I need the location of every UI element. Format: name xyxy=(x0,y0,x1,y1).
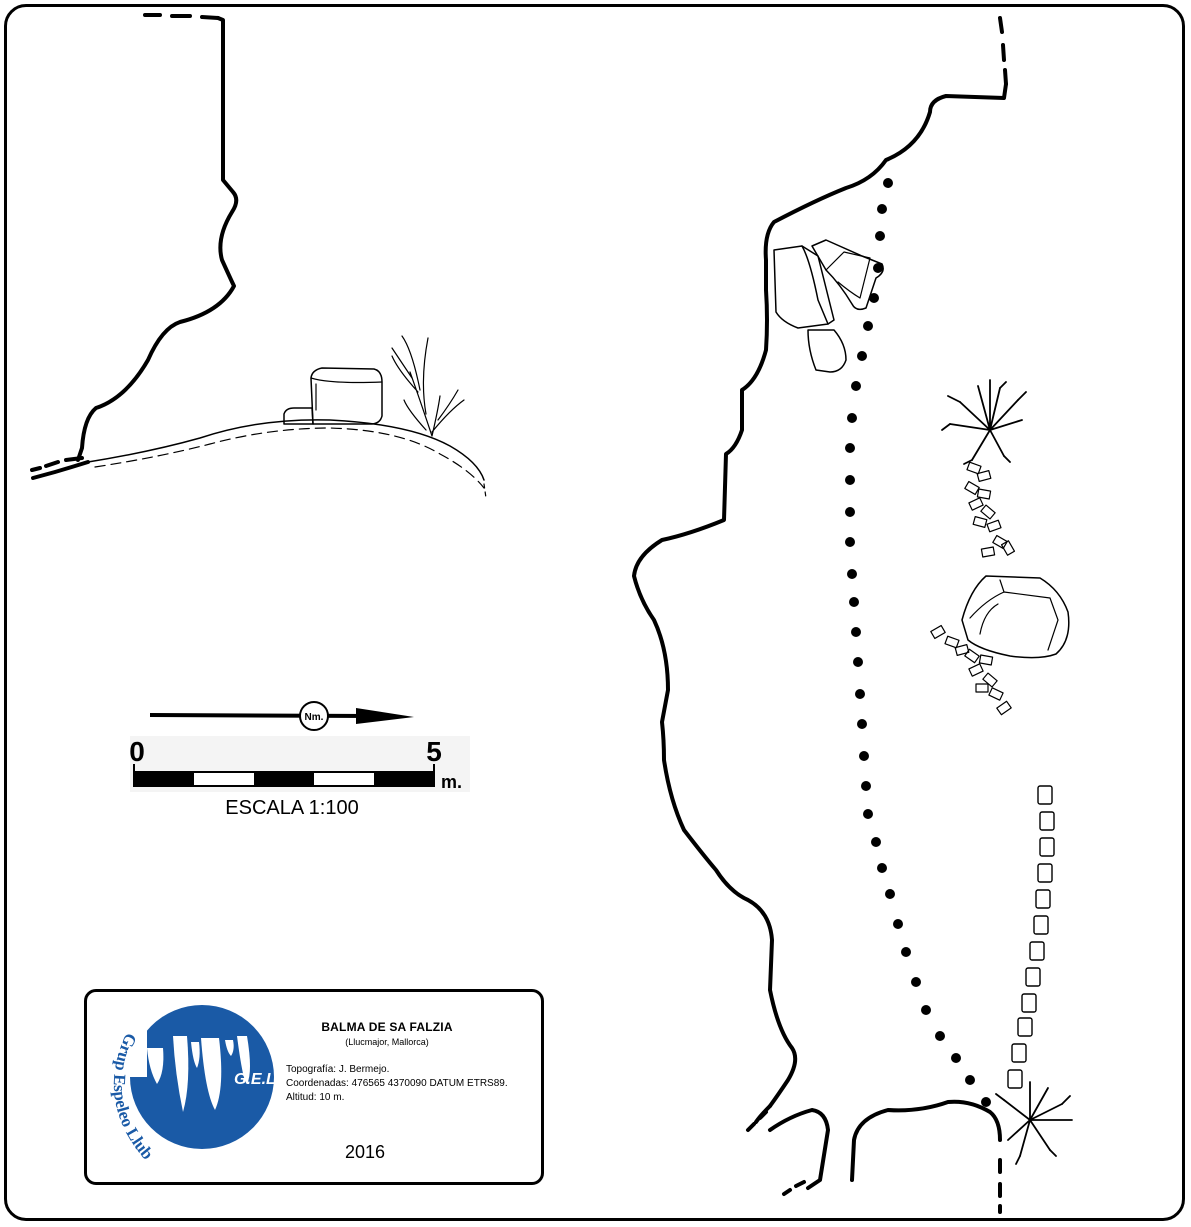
plant-2 xyxy=(995,1081,1073,1165)
credit-topography: Topografía: J. Bermejo. xyxy=(286,1064,390,1075)
scale-caption: ESCALA 1:100 xyxy=(225,797,358,819)
credit-altitude: Altitud: 10 m. xyxy=(286,1092,345,1103)
map-location: (Llucmajor, Mallorca) xyxy=(345,1037,429,1047)
north-arrow: Nm. xyxy=(149,701,414,731)
map-frame xyxy=(4,4,1185,1221)
cave-plan xyxy=(632,16,1073,1214)
block-wall xyxy=(1007,785,1055,1089)
gell-logo: G.E.LL. Grup Espeleo Llubí xyxy=(87,992,287,1163)
plant-1 xyxy=(941,379,1027,465)
credit-coordinates: Coordenadas: 476565 4370090 DATUM ETRS89… xyxy=(286,1078,508,1089)
map-title: BALMA DE SA FALZIA xyxy=(321,1020,453,1034)
dripline xyxy=(845,178,991,1107)
scale-bar: 0 5 m. ESCALA 1:100 xyxy=(129,736,470,819)
north-arrow-label: Nm. xyxy=(305,712,324,723)
pebbles xyxy=(930,461,1016,716)
cross-section xyxy=(30,13,487,499)
survey-year: 2016 xyxy=(345,1142,386,1162)
scale-unit: m. xyxy=(441,772,462,792)
title-block: G.E.LL. Grup Espeleo Llubí BALMA DE SA F… xyxy=(84,989,544,1185)
scale-end-label: 5 xyxy=(426,736,442,767)
logo-initials: G.E.LL. xyxy=(234,1071,287,1088)
scale-start-label: 0 xyxy=(129,736,145,767)
